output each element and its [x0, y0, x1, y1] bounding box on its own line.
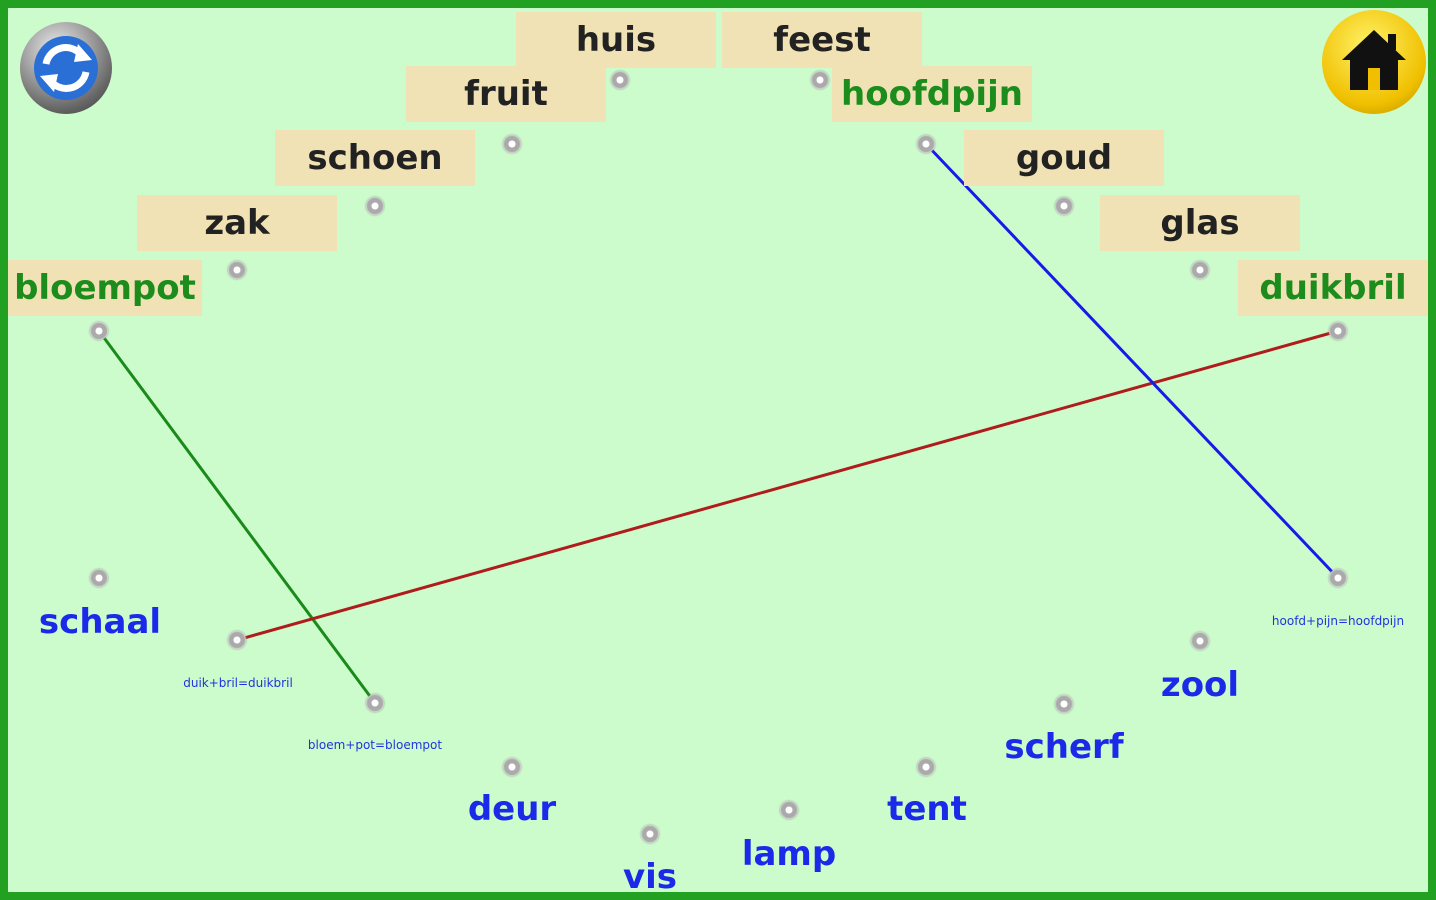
connector-dot[interactable] [90, 569, 108, 587]
home-button[interactable] [1322, 10, 1426, 114]
connector-dot[interactable] [90, 322, 108, 340]
connector-dot[interactable] [1055, 197, 1073, 215]
connector-dot[interactable] [228, 631, 246, 649]
word-box-zak[interactable]: zak [137, 195, 337, 251]
word-deur[interactable]: deur [467, 789, 557, 829]
home-icon [1342, 30, 1406, 90]
connector-dot[interactable] [1329, 322, 1347, 340]
connector-dot[interactable] [366, 197, 384, 215]
connector-dot[interactable] [1191, 632, 1209, 650]
refresh-icon [34, 36, 98, 100]
solution-label: bloem+pot=bloempot [307, 738, 443, 752]
connector-dot[interactable] [780, 801, 798, 819]
connector-dot[interactable] [917, 758, 935, 776]
word-box-glas[interactable]: glas [1100, 195, 1300, 251]
connector-dot[interactable] [503, 758, 521, 776]
word-lamp[interactable]: lamp [741, 834, 837, 874]
word-scherf[interactable]: scherf [1004, 727, 1124, 767]
word-zool[interactable]: zool [1160, 665, 1240, 705]
word-box-huis[interactable]: huis [516, 12, 716, 68]
solution-label: duik+bril=duikbril [183, 676, 293, 690]
connector-dot[interactable] [503, 135, 521, 153]
word-schaal[interactable]: schaal [38, 602, 162, 642]
word-box-bloempot[interactable]: bloempot [8, 260, 202, 316]
connector-dot[interactable] [1055, 695, 1073, 713]
word-box-hoofdpijn[interactable]: hoofdpijn [832, 66, 1032, 122]
refresh-button[interactable] [20, 22, 112, 114]
word-box-schoen[interactable]: schoen [275, 130, 475, 186]
word-tent[interactable]: tent [887, 789, 967, 829]
connector-dot[interactable] [1329, 569, 1347, 587]
connector-dot[interactable] [811, 71, 829, 89]
connector-dot[interactable] [228, 261, 246, 279]
connector-dot[interactable] [1191, 261, 1209, 279]
connector-dot[interactable] [641, 825, 659, 843]
connector-dot[interactable] [366, 694, 384, 712]
connector-dot[interactable] [917, 135, 935, 153]
word-box-duikbril[interactable]: duikbril [1238, 260, 1428, 316]
word-vis[interactable]: vis [622, 857, 678, 897]
word-box-fruit[interactable]: fruit [406, 66, 606, 122]
connector-dot[interactable] [611, 71, 629, 89]
word-box-goud[interactable]: goud [964, 130, 1164, 186]
solution-label: hoofd+pijn=hoofdpijn [1271, 614, 1405, 628]
word-box-feest[interactable]: feest [722, 12, 922, 68]
